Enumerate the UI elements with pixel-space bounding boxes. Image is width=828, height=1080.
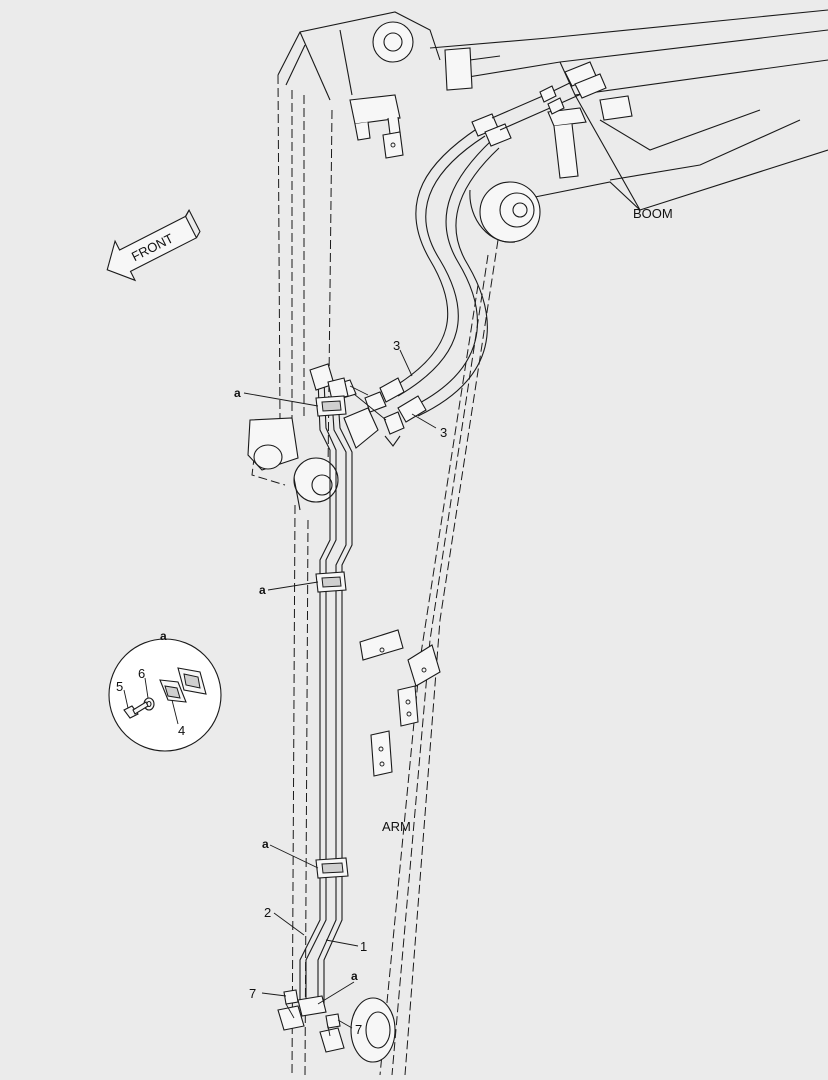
arm-label: ARM (382, 819, 411, 834)
detail-callout-bolt: 5 (116, 679, 123, 694)
callout-clamp-upper: a (234, 386, 241, 400)
detail-bolt (123, 701, 149, 719)
clamp-upper (315, 395, 347, 417)
detail-title: a (160, 629, 167, 643)
detail-callout-clamp: 4 (178, 723, 185, 738)
boom-structure (429, 9, 828, 243)
block-mid-4 (370, 730, 393, 777)
detail-callout-washer: 6 (138, 666, 145, 681)
leader-lines (243, 349, 437, 1029)
arm-blocks (349, 94, 441, 777)
detail-view-a: a 5 6 4 (108, 629, 222, 752)
callout-clamp-middle: a (259, 583, 266, 597)
block-top-1 (349, 94, 401, 141)
front-direction-arrow: FRONT (106, 208, 201, 282)
callout-clamp-lower: a (262, 837, 269, 851)
callout-pipe-1: 1 (360, 939, 367, 954)
pipe-end-fittings (277, 989, 345, 1053)
boom-label: BOOM (633, 206, 673, 221)
arm-structure (247, 11, 499, 1076)
callout-clamp-bottom: a (351, 969, 358, 983)
callout-pipe-2: 2 (264, 905, 271, 920)
block-top-2 (382, 131, 404, 159)
callout-hose-upper: 3 (393, 338, 400, 353)
clamp-middle (315, 571, 347, 593)
block-mid-3 (397, 685, 419, 727)
callout-plug-left: 7 (249, 986, 256, 1001)
callout-plug-right: 7 (355, 1022, 362, 1037)
clamp-lower (315, 857, 349, 879)
clamp-bottom (297, 995, 327, 1017)
callout-hose-lower: 3 (440, 425, 447, 440)
pipe-assembly (299, 363, 353, 1012)
block-mid-1 (359, 629, 404, 661)
detail-clamp (159, 667, 207, 703)
block-mid-2 (407, 644, 441, 687)
